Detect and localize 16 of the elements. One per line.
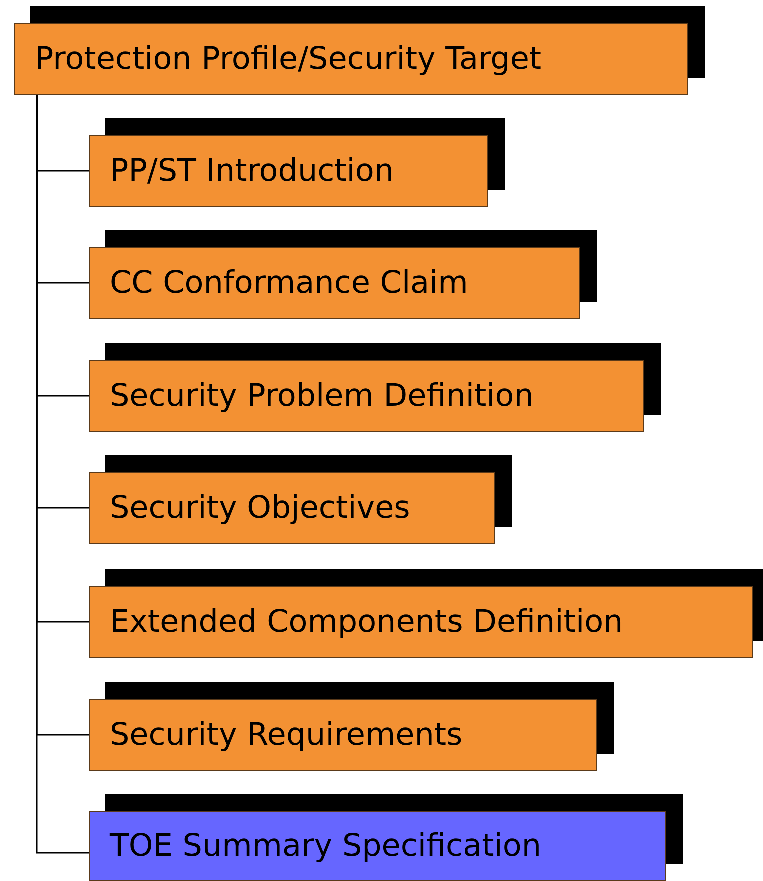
section-box: [89, 135, 488, 207]
section-box: [89, 699, 597, 771]
box-label: CC Conformance Claim: [110, 265, 468, 301]
box-label: Security Problem Definition: [110, 378, 534, 414]
section-box: [89, 247, 580, 319]
box-label: Security Objectives: [110, 490, 410, 526]
box-label: Security Requirements: [110, 717, 463, 753]
box-label: Protection Profile/Security Target: [35, 41, 542, 77]
box-label: Extended Components Definition: [110, 604, 624, 640]
section-box: [89, 472, 495, 544]
root-box: [14, 23, 688, 95]
section-box: [89, 586, 753, 658]
box-label: PP/ST Introduction: [110, 153, 394, 189]
section-box: [89, 360, 644, 432]
section-box: [89, 811, 666, 881]
box-label: TOE Summary Specification: [110, 828, 542, 864]
